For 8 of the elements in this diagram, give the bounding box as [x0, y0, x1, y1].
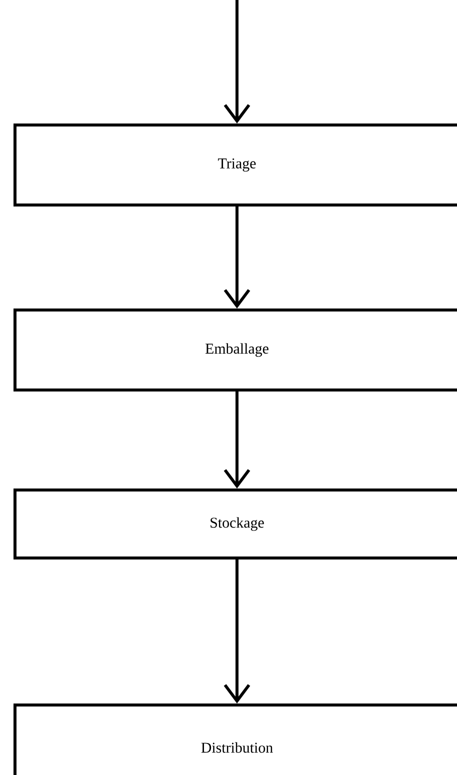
process-box: Stockage: [14, 488, 457, 560]
process-box: Distribution: [14, 704, 457, 775]
arrow: [224, 0, 250, 124]
arrow: [224, 206, 250, 308]
arrow: [224, 392, 250, 488]
process-box: Triage: [14, 124, 457, 206]
process-box: Emballage: [14, 308, 457, 392]
arrow: [224, 560, 250, 704]
